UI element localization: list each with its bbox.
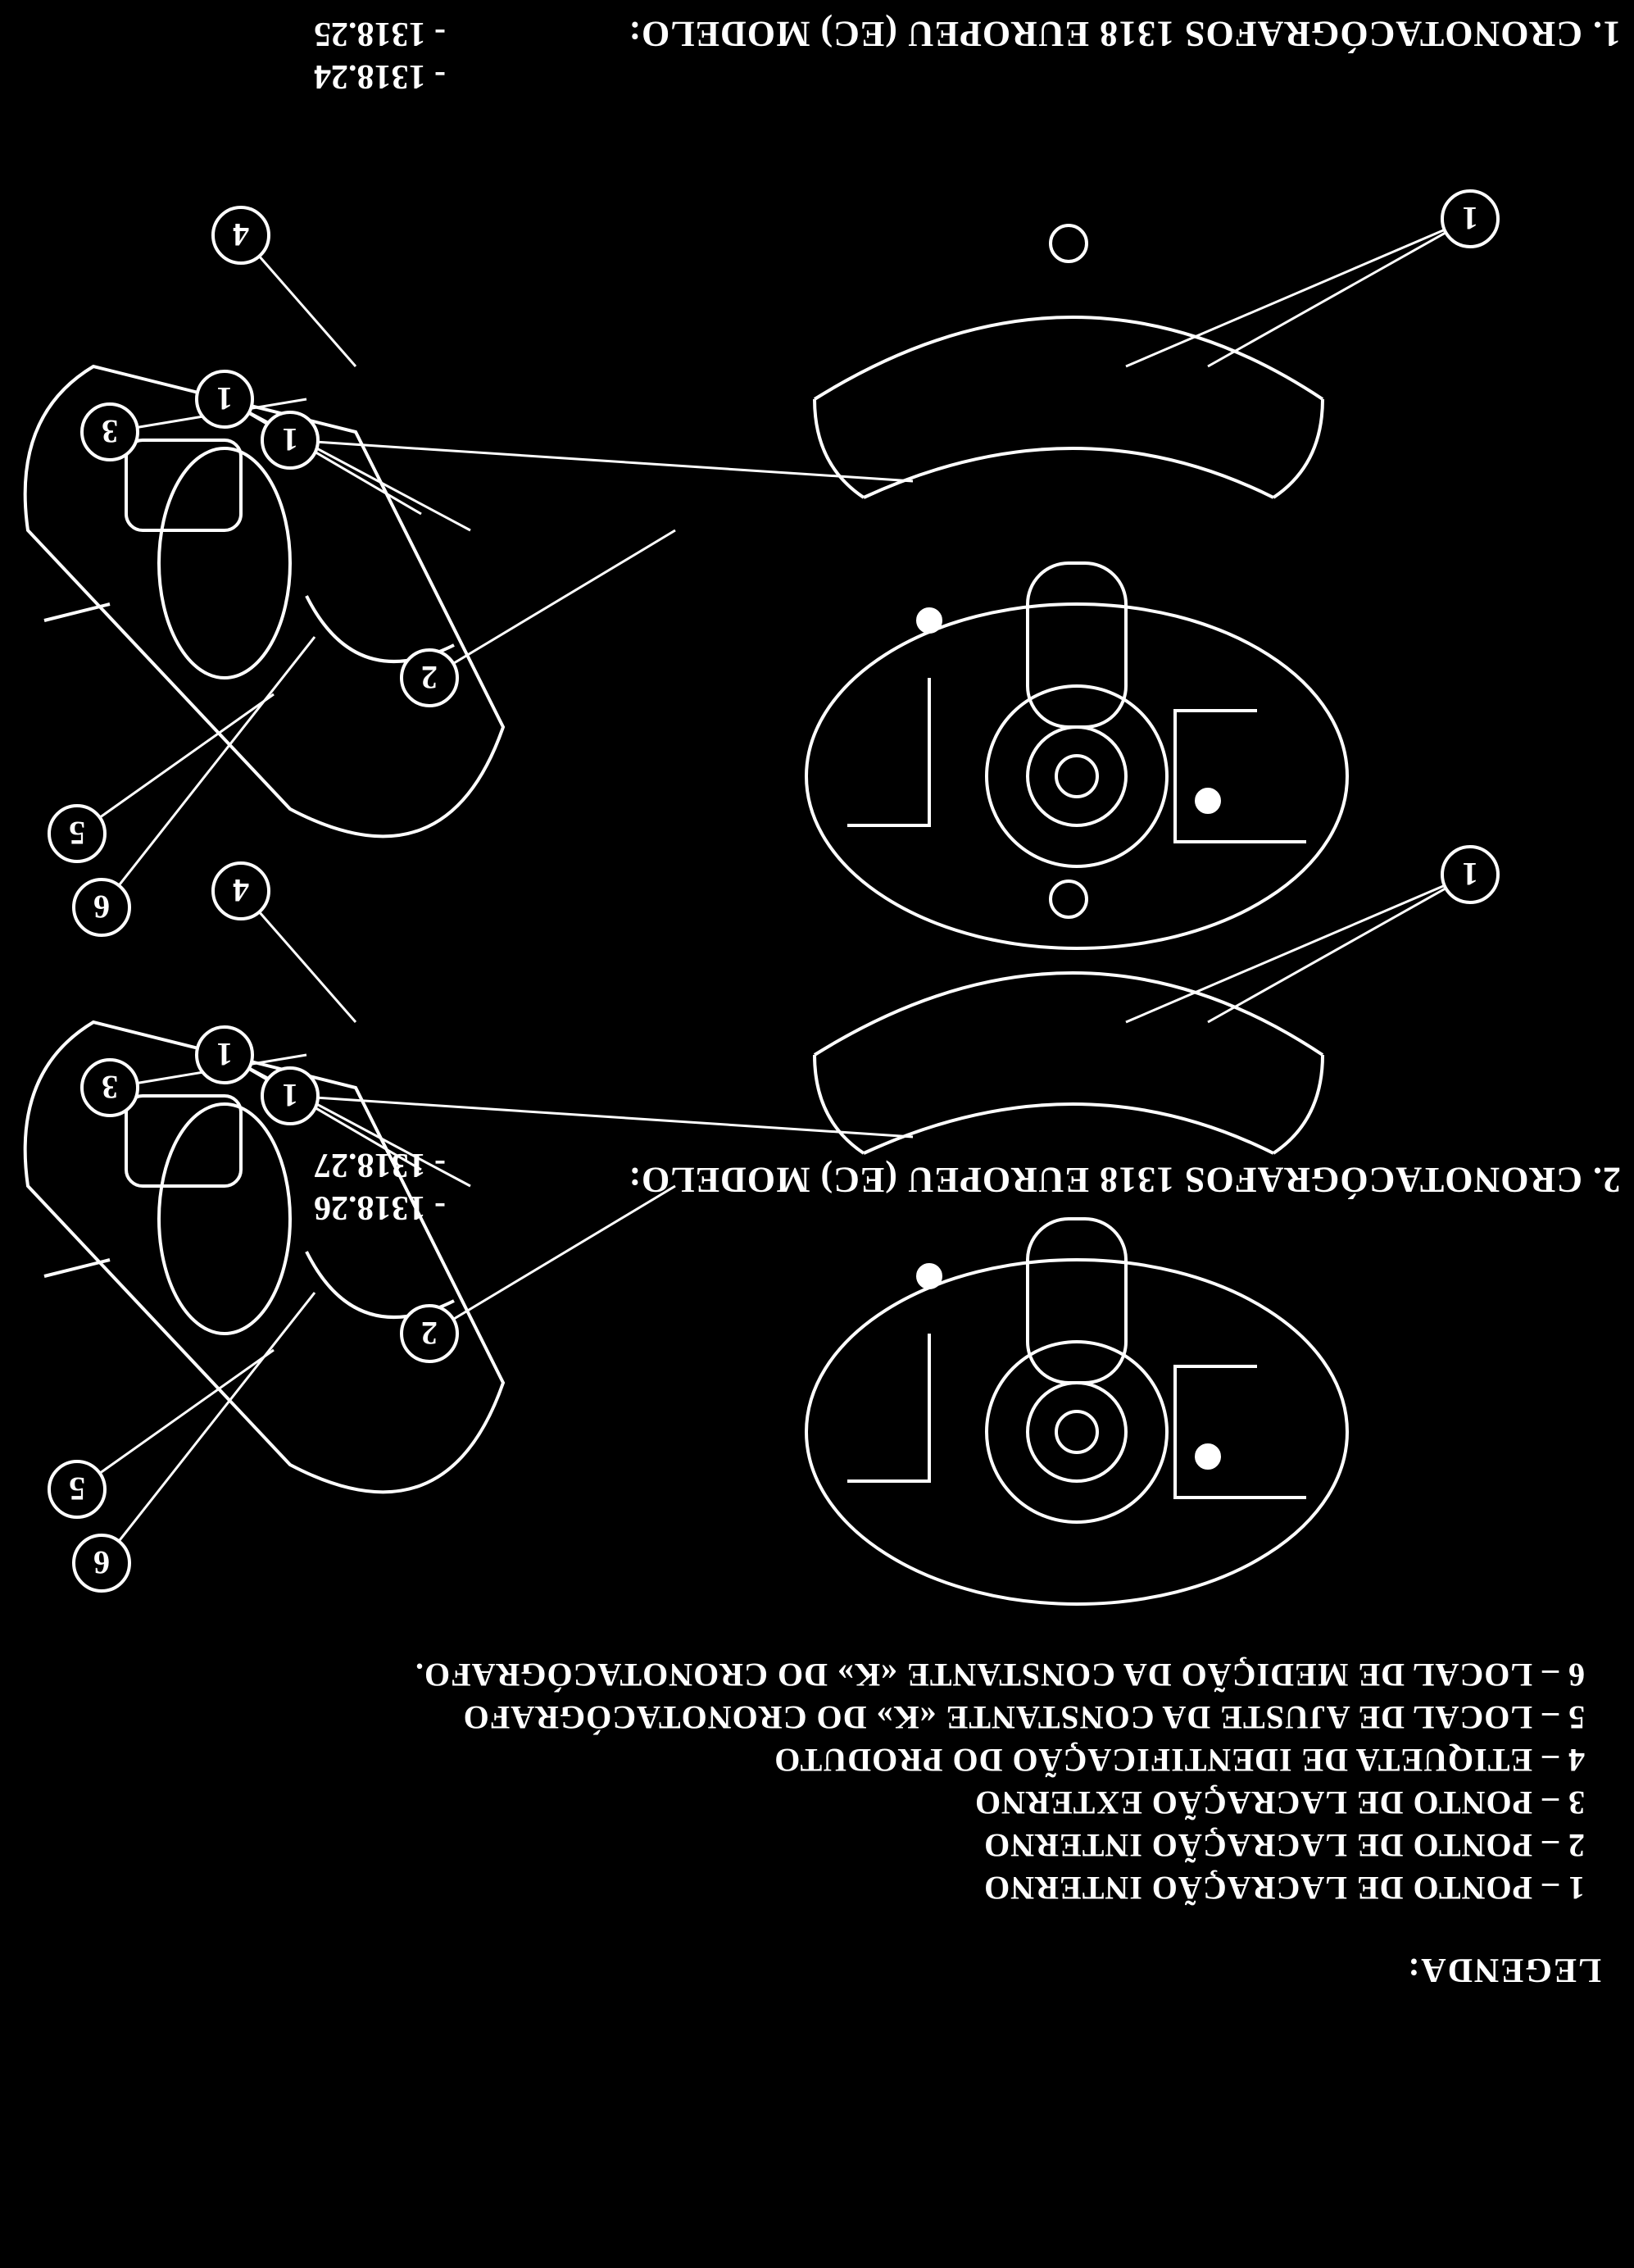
callout-1-c-label: 1 bbox=[282, 1077, 298, 1114]
tachograph-body bbox=[805, 602, 1349, 950]
callout-6 bbox=[72, 1534, 131, 1593]
figure-1-model-b: - 1318.25 bbox=[314, 15, 446, 52]
callout-4 bbox=[211, 861, 270, 920]
callout-1-a-label: 1 bbox=[1462, 200, 1478, 237]
figure-2-model-b: - 1318.27 bbox=[314, 1146, 446, 1184]
callout-4 bbox=[211, 206, 270, 265]
legend-title: LEGENDA: bbox=[1406, 1951, 1601, 1988]
callout-2 bbox=[400, 648, 459, 707]
callout-1-c-label: 1 bbox=[282, 421, 298, 458]
seal-point-1-mark bbox=[916, 1263, 942, 1289]
callout-1-a-label: 1 bbox=[1462, 856, 1478, 893]
center-hub bbox=[985, 1340, 1169, 1524]
sensor-unit bbox=[23, 364, 506, 839]
callout-5-label: 5 bbox=[69, 1470, 85, 1507]
callout-1-c bbox=[261, 1066, 320, 1125]
callout-5-label: 5 bbox=[69, 815, 85, 852]
callout-5 bbox=[48, 1460, 107, 1519]
sensor-connector bbox=[125, 439, 243, 532]
callout-1-b-label: 1 bbox=[216, 380, 233, 417]
legend-item-6: 6 – LOCAL DE MEDIÇÃO DA CONSTANTE «K» DO… bbox=[415, 1657, 1585, 1693]
drive-arm bbox=[1026, 561, 1128, 729]
callout-2-label: 2 bbox=[421, 1315, 438, 1352]
callout-3-label: 3 bbox=[102, 1069, 118, 1106]
callout-4-label: 4 bbox=[233, 216, 249, 253]
figure-2-caption: 2. CRONOTACÓGRAFOS 1318 EUROPEU (EC) MOD… bbox=[628, 1160, 1621, 1200]
legend-item-3: 3 – PONTO DE LACRAÇÃO EXTERNO bbox=[974, 1784, 1585, 1821]
sensor-unit bbox=[23, 1020, 506, 1494]
callout-6-label: 6 bbox=[93, 1544, 110, 1581]
callout-6 bbox=[72, 878, 131, 937]
legend-item-5: 5 – LOCAL DE AJUSTE DA CONSTANTE «K» DO … bbox=[462, 1699, 1585, 1736]
center-hub bbox=[985, 684, 1169, 868]
callout-1-b bbox=[195, 1025, 254, 1084]
legend-item-4: 4 – ETIQUETA DE IDENTIFICAÇÃO DO PRODUTO bbox=[774, 1742, 1585, 1779]
figure-1-drawing: 1 1 1 2 3 4 5 6 bbox=[23, 189, 1500, 950]
seal-point-1-mark bbox=[916, 607, 942, 634]
tachograph-body bbox=[805, 1258, 1349, 1606]
callout-1-c bbox=[261, 411, 320, 470]
callout-6-label: 6 bbox=[93, 889, 110, 925]
callout-5 bbox=[48, 804, 107, 863]
callout-1-b bbox=[195, 370, 254, 429]
figure-2: 1 1 1 2 3 4 5 6 bbox=[0, 760, 1634, 1645]
hanging-eyelet bbox=[1049, 879, 1088, 919]
callout-1-b-label: 1 bbox=[216, 1036, 233, 1073]
figure-1: 1 1 1 2 3 4 5 6 bbox=[0, 104, 1634, 989]
figure-2-drawing: 1 1 1 2 3 4 5 6 bbox=[23, 845, 1500, 1606]
sensor-connector bbox=[125, 1094, 243, 1188]
drive-arm bbox=[1026, 1217, 1128, 1384]
figure-1-model-a: - 1318.24 bbox=[314, 57, 446, 95]
callout-4-label: 4 bbox=[233, 872, 249, 909]
callout-1-a bbox=[1441, 845, 1500, 904]
callout-3-label: 3 bbox=[102, 413, 118, 450]
callout-1-a bbox=[1441, 189, 1500, 248]
hanging-eyelet bbox=[1049, 224, 1088, 263]
figure-2-model-a: - 1318.26 bbox=[314, 1189, 446, 1226]
bezel-ring bbox=[813, 971, 1324, 1057]
figure-1-caption: 1. CRONOTACÓGRAFOS 1318 EUROPEU (EC) MOD… bbox=[628, 14, 1621, 54]
bezel-ring bbox=[813, 316, 1324, 401]
seal-point-2-mark bbox=[1195, 788, 1221, 814]
callout-3 bbox=[80, 402, 139, 461]
callout-2-label: 2 bbox=[421, 659, 438, 696]
seal-point-2-mark bbox=[1195, 1443, 1221, 1470]
legend-item-1: 1 – PONTO DE LACRAÇÃO INTERNO bbox=[983, 1870, 1585, 1907]
callout-3 bbox=[80, 1058, 139, 1117]
callout-2 bbox=[400, 1304, 459, 1363]
legend-item-2: 2 – PONTO DE LACRAÇÃO INTERNO bbox=[983, 1827, 1585, 1864]
